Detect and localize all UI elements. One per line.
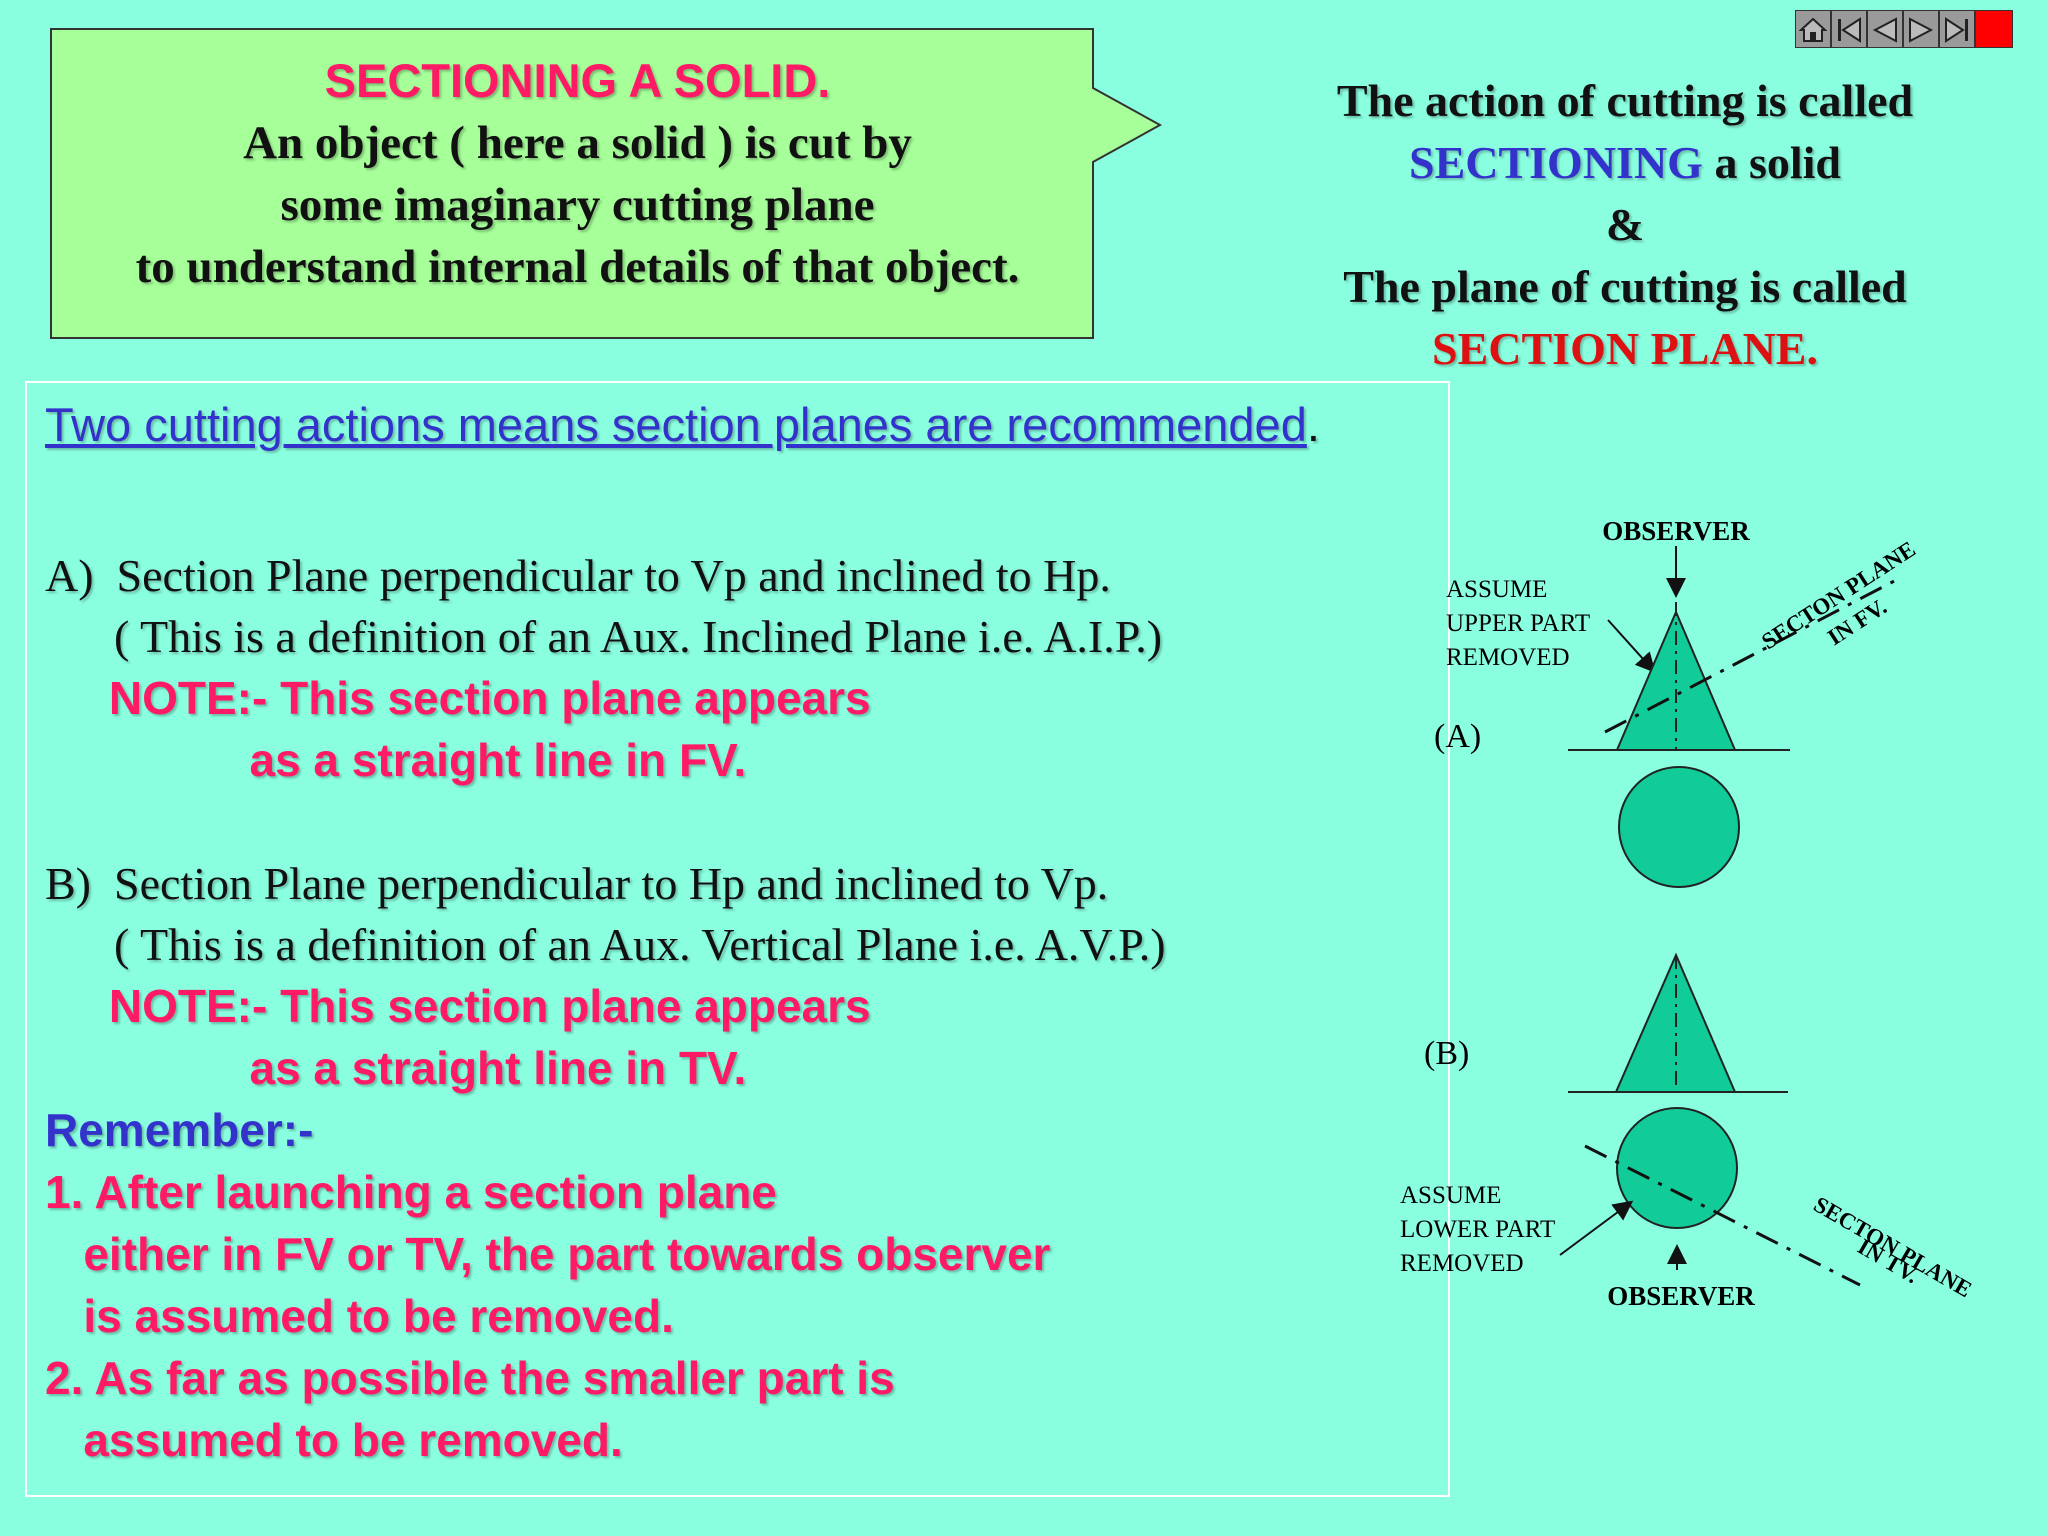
case-a-figure: OBSERVER ASSUME UPPER PART REMOVED (A) S… [1434, 516, 1920, 888]
home-button[interactable] [1795, 10, 1831, 48]
plane-label: SECTON PLANE [1810, 1192, 1977, 1303]
case-b-note: NOTE:- This section plane appears [45, 980, 871, 1032]
case-a-line: A) Section Plane perpendicular to Vp and… [45, 550, 1111, 601]
rule-2: assumed to be removed. [45, 1414, 623, 1466]
case-a-note: as a straight line in FV. [45, 734, 747, 786]
ampersand: & [1605, 199, 1645, 250]
rule-1: 1. After launching a section plane [45, 1166, 777, 1218]
assume-label: ASSUME [1446, 576, 1547, 603]
main-text-frame [25, 381, 1450, 1497]
definition-callout: SECTIONING A SOLID. An object ( here a s… [50, 28, 1170, 343]
section-plane-word: SECTION PLANE. [1432, 323, 1818, 374]
observer-label: OBSERVER [1602, 516, 1750, 546]
next-slide-icon [1909, 17, 1934, 43]
first-slide-button[interactable] [1831, 10, 1867, 48]
assume-label: REMOVED [1400, 1250, 1524, 1277]
previous-slide-button[interactable] [1867, 10, 1903, 48]
rule-1: is assumed to be removed. [45, 1290, 674, 1342]
last-slide-icon [1945, 17, 1968, 43]
callout-line: some imaginary cutting plane [280, 179, 875, 231]
remember-heading: Remember:- [45, 1104, 314, 1156]
main-text: Two cutting actions means section planes… [45, 395, 1425, 1471]
pointer-arrow [1559, 1200, 1634, 1256]
case-b-figure: (B) SECTON PLANE IN TV. ASSUME LOWER PAR… [1400, 952, 1977, 1311]
cone-top-view [1618, 766, 1740, 888]
case-b-note: as a straight line in TV. [45, 1042, 747, 1094]
case-a-definition: ( This is a definition of an Aux. Inclin… [45, 611, 1163, 662]
sectioning-word: SECTIONING [1408, 137, 1703, 188]
case-a-note: NOTE:- This section plane appears [45, 672, 871, 724]
slide-navigation [1795, 10, 2013, 50]
callout-title: SECTIONING A SOLID. [324, 54, 831, 107]
right-line: The plane of cutting is called [1343, 261, 1907, 312]
right-line: SECTIONING a solid [1250, 132, 2000, 194]
right-line: The action of cutting is called [1336, 75, 1914, 126]
heading-link[interactable]: Two cutting actions means section planes… [45, 398, 1307, 451]
section-plane-line [1584, 1144, 1861, 1287]
cone-top-view [1616, 1107, 1738, 1229]
observer-label: OBSERVER [1607, 1281, 1755, 1311]
case-a-label: (A) [1434, 718, 1481, 755]
case-b-line: B) Section Plane perpendicular to Hp and… [45, 858, 1109, 909]
home-icon [1799, 17, 1827, 42]
previous-slide-icon [1872, 17, 1897, 43]
assume-label: UPPER PART [1446, 610, 1590, 637]
assume-label: REMOVED [1446, 644, 1570, 671]
first-slide-icon [1838, 17, 1861, 43]
rule-2: 2. As far as possible the smaller part i… [45, 1352, 895, 1404]
assume-label: ASSUME [1400, 1182, 1501, 1209]
case-b-definition: ( This is a definition of an Aux. Vertic… [45, 919, 1166, 970]
section-plane-line [1604, 576, 1901, 734]
callout-line: An object ( here a solid ) is cut by [243, 117, 912, 169]
callout-line: to understand internal details of that o… [135, 241, 1020, 293]
pointer-arrow [1607, 619, 1656, 673]
right-line-rest: a solid [1702, 137, 1841, 188]
case-b-label: (B) [1424, 1035, 1469, 1072]
callout-shape [50, 28, 1163, 339]
assume-label: LOWER PART [1400, 1216, 1555, 1243]
heading-period: . [1306, 398, 1320, 451]
sectioning-definition: The action of cutting is called SECTIONI… [1250, 70, 2000, 380]
last-slide-button[interactable] [1939, 10, 1975, 48]
rule-1: either in FV or TV, the part towards obs… [45, 1228, 1051, 1280]
next-slide-button[interactable] [1903, 10, 1939, 48]
sectioning-diagram: OBSERVER ASSUME UPPER PART REMOVED (A) S… [1400, 516, 1977, 1311]
stop-button[interactable] [1975, 10, 2013, 48]
